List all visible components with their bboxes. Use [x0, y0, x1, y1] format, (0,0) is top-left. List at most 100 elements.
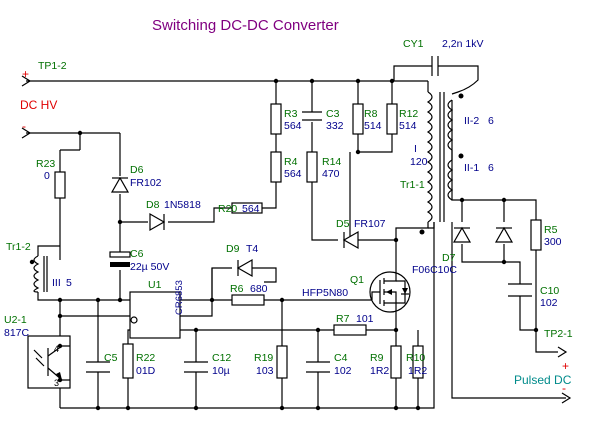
aux-dot — [29, 259, 35, 265]
c4-capacitor — [306, 360, 330, 374]
r4-value: 564 — [284, 168, 302, 180]
q1-value: HFP5N80 — [302, 287, 348, 299]
r9-value: 1R2 — [370, 365, 389, 377]
diagram-title: Switching DC-DC Converter — [152, 17, 339, 34]
r6-resistor — [231, 294, 265, 306]
r4-ref: R4 — [284, 156, 298, 168]
r20-ref: R20 — [218, 203, 237, 215]
r14-value: 470 — [322, 168, 340, 180]
c3-value: 332 — [326, 120, 344, 132]
cy1-capacitor — [428, 56, 442, 76]
output-minus-sign: - — [562, 381, 566, 395]
q1-mosfet — [369, 271, 411, 316]
d8-ref: D8 — [146, 199, 160, 211]
wires — [26, 65, 566, 409]
c12-ref: C12 — [212, 352, 231, 364]
u1-value: CR6853 — [174, 280, 185, 315]
r23-ref: R23 — [36, 158, 55, 170]
d8-diode — [149, 212, 166, 232]
d5-diode — [342, 230, 359, 250]
tr1-2-aux-winding — [33, 255, 48, 293]
c12-value: 10µ — [212, 365, 230, 377]
d7-diode — [452, 226, 514, 243]
r9-resistor — [390, 345, 402, 379]
r3-ref: R3 — [284, 108, 298, 120]
r10-value: 1R2 — [408, 365, 427, 377]
pulsed-dc-label: Pulsed DC — [514, 373, 572, 387]
c5-capacitor — [86, 360, 110, 374]
r12-ref: R12 — [399, 108, 418, 120]
sec-ii2-label: II-2 — [464, 115, 479, 127]
d6-value: FR102 — [130, 177, 162, 189]
sec-ii1-turns: 6 — [488, 162, 494, 174]
u2-pin4: 4 — [54, 344, 59, 354]
aux-turns: 5 — [66, 277, 72, 289]
r7-value: 101 — [356, 313, 374, 325]
d8-value: 1N5818 — [164, 199, 201, 211]
sec-ii1-label: II-1 — [464, 162, 479, 174]
tr1-2-label: Tr1-2 — [6, 241, 31, 253]
r19-value: 103 — [256, 365, 274, 377]
d5-value: FR107 — [354, 218, 386, 230]
r10-ref: R10 — [406, 352, 425, 364]
d9-value: T4 — [246, 243, 258, 255]
r8-ref: R8 — [364, 108, 378, 120]
input-terminals — [21, 75, 32, 139]
r4-resistor — [270, 151, 282, 183]
r12-value: 514 — [399, 120, 417, 132]
c10-value: 102 — [540, 297, 558, 309]
junction-dots — [57, 78, 539, 411]
u1-ref: U1 — [148, 279, 162, 291]
d7-ref: D7 — [442, 252, 456, 264]
tr1-1-primary-winding — [426, 91, 454, 229]
dc-hv-label: DC HV — [20, 98, 57, 112]
c6-ref: C6 — [130, 248, 144, 260]
sec-ii2-turns: 6 — [488, 115, 494, 127]
c3-ref: C3 — [326, 108, 340, 120]
u2-ref: U2-1 — [4, 314, 27, 326]
d6-diode — [110, 176, 130, 193]
r23-resistor — [54, 171, 66, 199]
output-plus-sign: + — [562, 359, 569, 373]
aux-winding-label: III — [52, 277, 61, 289]
r22-ref: R22 — [136, 352, 155, 364]
u2-pin3: 3 — [54, 378, 59, 388]
r6-ref: R6 — [230, 283, 244, 295]
d5-ref: D5 — [336, 218, 350, 230]
r3-resistor — [270, 103, 282, 135]
secondary-dot-1 — [458, 93, 464, 99]
u1-ic — [129, 291, 181, 339]
d7-value: F06C10C — [412, 264, 457, 276]
primary-winding-label: I — [414, 143, 417, 155]
r7-resistor — [333, 324, 367, 336]
tr1-1-label: Tr1-1 — [400, 179, 425, 191]
primary-turns: 120 — [410, 156, 428, 168]
c4-value: 102 — [334, 365, 352, 377]
input-plus-sign: + — [22, 67, 29, 81]
c10-capacitor — [508, 282, 532, 300]
r5-ref: R5 — [544, 224, 558, 236]
d9-diode — [236, 258, 253, 278]
secondary-dot-2 — [458, 153, 464, 159]
q1-ref: Q1 — [350, 274, 364, 286]
c3-capacitor — [302, 111, 322, 121]
c6-value: 22µ 50V — [130, 261, 169, 273]
primary-dot — [419, 229, 425, 235]
r20-value: 564 — [242, 203, 260, 215]
u2-value: 817C — [4, 327, 30, 339]
c10-ref: C10 — [540, 285, 559, 297]
r22-value: 01D — [136, 365, 156, 377]
c5-ref: C5 — [104, 352, 118, 364]
d9-ref: D9 — [226, 243, 240, 255]
r19-resistor — [276, 345, 288, 379]
r10-resistor — [412, 345, 424, 379]
r14-ref: R14 — [322, 156, 341, 168]
output-terminals — [557, 346, 572, 404]
r23-value: 0 — [44, 170, 50, 182]
r7-ref: R7 — [336, 313, 350, 325]
r6-value: 680 — [250, 283, 268, 295]
r9-ref: R9 — [370, 352, 384, 364]
r8-value: 514 — [364, 120, 382, 132]
d6-ref: D6 — [130, 164, 144, 176]
r5-value: 300 — [544, 236, 562, 248]
